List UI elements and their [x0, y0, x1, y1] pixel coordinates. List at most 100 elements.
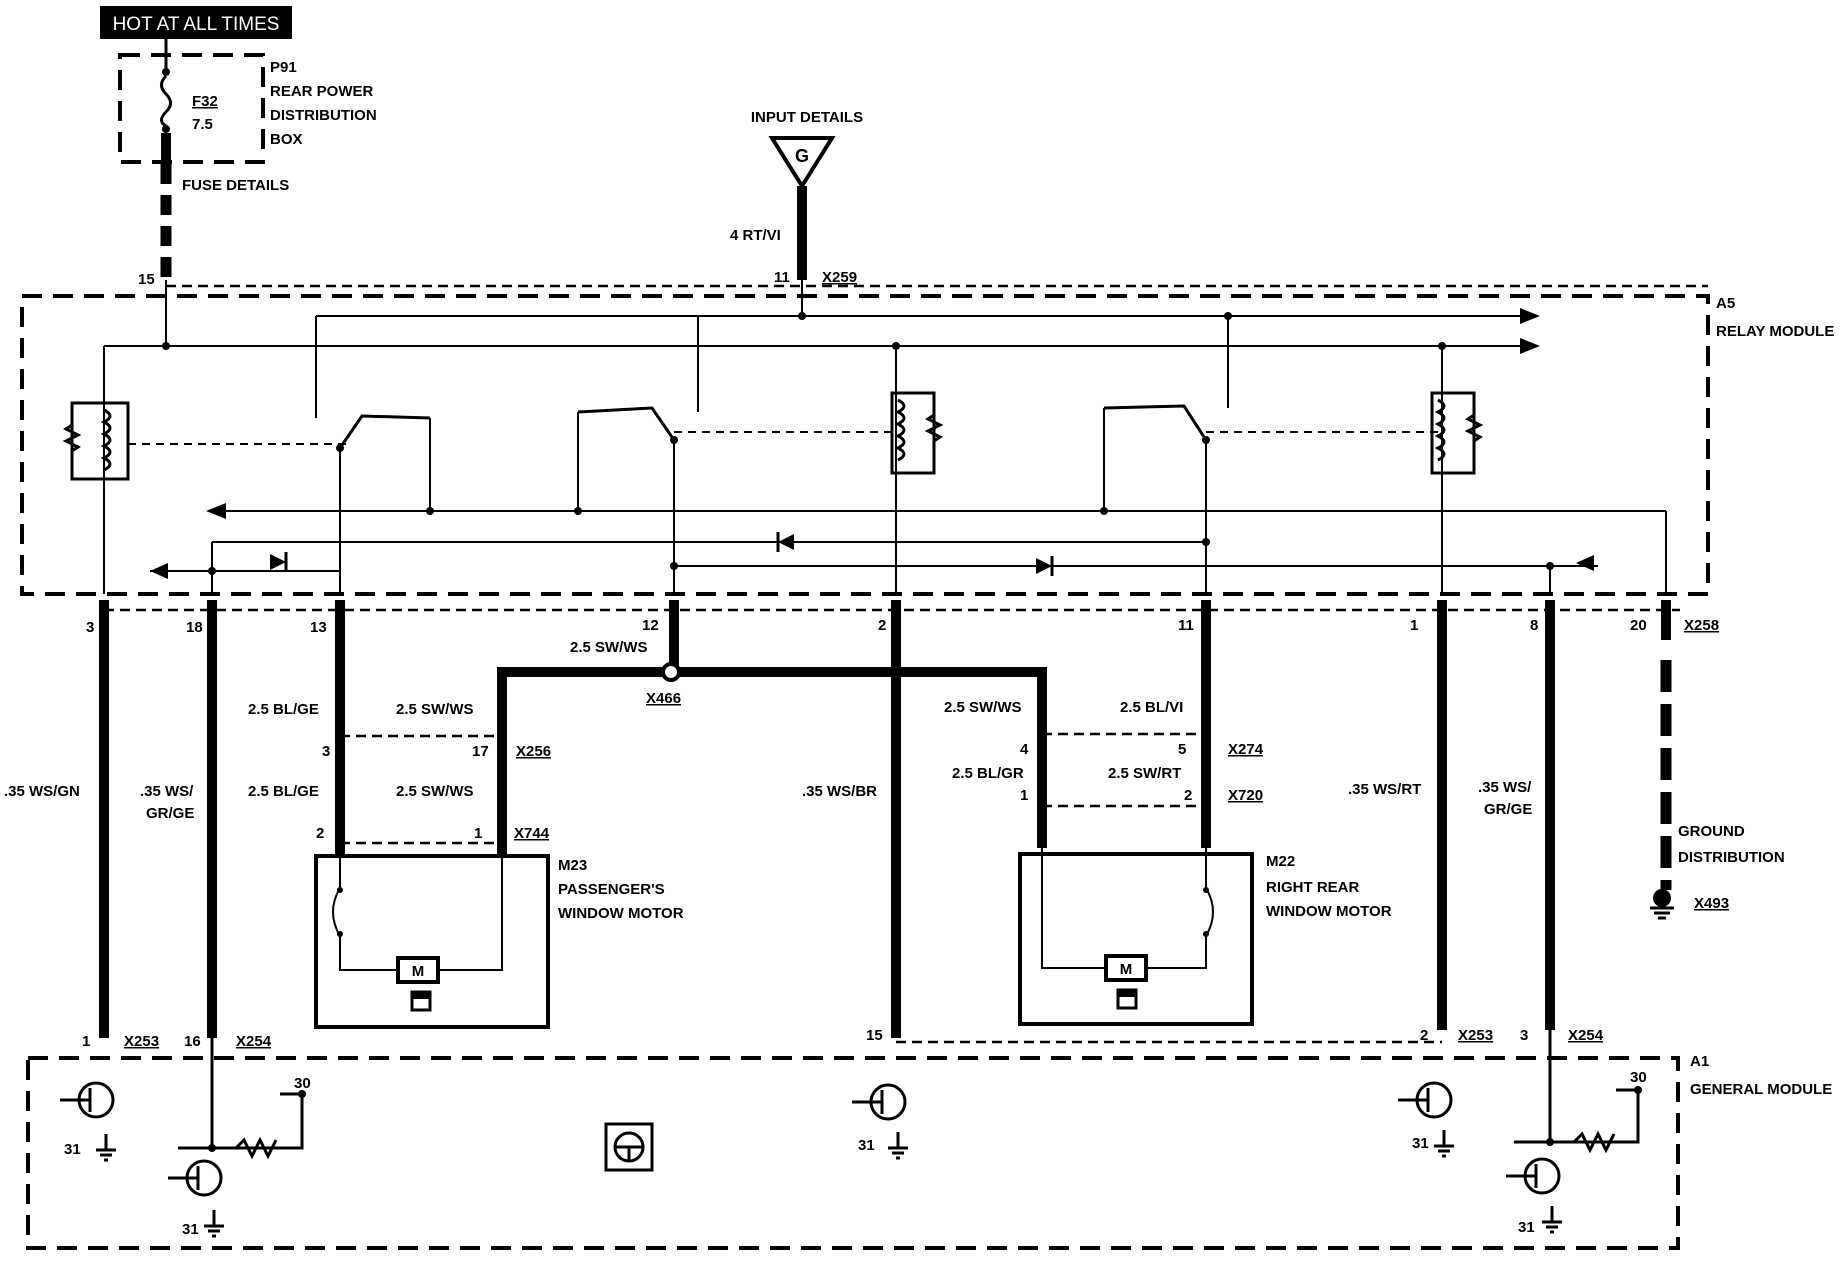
wire-p8-label-b: GR/GE: [1484, 801, 1532, 818]
p15-label: 15: [866, 1027, 883, 1044]
wire-p12-label: 2.5 SW/WS: [570, 639, 648, 656]
t31-d: 31: [1412, 1135, 1429, 1152]
a1-name: GENERAL MODULE: [1690, 1081, 1832, 1098]
x258-pin-20: 20: [1630, 617, 1647, 634]
fuse-f32-icon: [160, 39, 172, 162]
arrow-left-2-icon: [150, 563, 168, 579]
x720-pin-left: 1: [1020, 787, 1028, 804]
a5-name: RELAY MODULE: [1716, 323, 1834, 340]
diode-2-icon: [776, 532, 794, 552]
relay-switch-2: [577, 406, 676, 441]
a1-id: A1: [1690, 1053, 1709, 1070]
m23-motor-letter: M: [412, 963, 425, 980]
p91-id: P91: [270, 59, 297, 76]
relay-node-13: [670, 436, 678, 444]
hot-at-all-times-label: HOT AT ALL TIMES: [113, 14, 280, 35]
ground-dist-line2: DISTRIBUTION: [1678, 849, 1785, 866]
relay-internal-wiring: [103, 280, 1667, 594]
m23-line2: WINDOW MOTOR: [558, 905, 684, 922]
wire-left-branch-upper-label: 2.5 SW/WS: [396, 701, 474, 718]
relay-node-7: [1100, 507, 1108, 515]
x744-connector: X744: [514, 825, 550, 842]
t31-b: 31: [182, 1221, 199, 1238]
x274-pin-right: 5: [1178, 741, 1186, 758]
m22-line1: RIGHT REAR: [1266, 879, 1360, 896]
input-letter: G: [795, 146, 809, 166]
x258-connector: X258: [1684, 617, 1719, 634]
relay-node-3: [1224, 312, 1232, 320]
a1-node-1: [208, 1144, 216, 1152]
relay-node-6: [574, 507, 582, 515]
relay-node-2: [892, 342, 900, 350]
hot-at-all-times-tag: [100, 6, 292, 39]
p91-line3: BOX: [270, 131, 303, 148]
fuse-pin-label: 15: [138, 271, 155, 288]
a5-relay-module-box: [20, 294, 1710, 596]
x258-pin-2: 2: [878, 617, 886, 634]
x256-connector: X256: [516, 743, 551, 760]
input-pin: 11: [774, 269, 790, 286]
x274-pin-left: 4: [1020, 741, 1029, 758]
relay-coil-2-icon: [890, 391, 944, 475]
a1-node-2: [1546, 1138, 1554, 1146]
m23-id: M23: [558, 857, 587, 874]
a1-resistor-b-icon: [1572, 1130, 1616, 1154]
arrow-left-3-icon: [1576, 555, 1594, 571]
x274-connector: X274: [1228, 741, 1264, 758]
relay-node-4: [1438, 342, 1446, 350]
m23-motor-box: [314, 854, 550, 1029]
ground-dist-connector: X493: [1694, 895, 1729, 912]
diode-1-icon: [270, 552, 288, 572]
x258-pin-8: 8: [1530, 617, 1538, 634]
x253-left-pin: 1: [82, 1033, 90, 1050]
relay-node-14: [1202, 436, 1210, 444]
m23-window-switch-icon: [332, 856, 503, 971]
relay-node-10: [670, 562, 678, 570]
relay-node-0: [162, 342, 170, 350]
t30-a: 30: [294, 1075, 311, 1092]
m23-line1: PASSENGER'S: [558, 881, 665, 898]
x744-pin-right: 1: [474, 825, 482, 842]
arrow-right-1-icon: [1520, 308, 1540, 324]
wire-left-branch-lower-label: 2.5 SW/WS: [396, 783, 474, 800]
wire-p18-label-b: GR/GE: [146, 805, 194, 822]
relay-node-12: [336, 444, 344, 452]
m22-window-switch-icon: [1041, 848, 1214, 969]
m22-motor-letter: M: [1120, 961, 1133, 978]
relay-node-8: [1202, 538, 1210, 546]
diode-3-icon: [1036, 556, 1054, 576]
relay-coil-1-icon: [62, 401, 130, 481]
wire-p11-label: 2.5 BL/VI: [1120, 699, 1183, 716]
x720-pin-right: 2: [1184, 787, 1192, 804]
wire-p13-upper-label: 2.5 BL/GE: [248, 701, 319, 718]
arrow-right-2-icon: [1520, 338, 1540, 354]
p91-line1: REAR POWER: [270, 83, 374, 100]
x720-connector: X720: [1228, 787, 1263, 804]
x274-x720-dash: [1042, 732, 1206, 808]
x256-pin-left: 3: [322, 743, 330, 760]
m22-id: M22: [1266, 853, 1295, 870]
input-triangle-icon: [768, 136, 836, 190]
ground-x493-icon: [1650, 889, 1674, 920]
a1-resistor-b-wire: [1514, 1088, 1640, 1144]
wire-p8-label-a: .35 WS/: [1478, 779, 1532, 796]
wire-p3-label: .35 WS/GN: [4, 783, 80, 800]
p91-line2: DISTRIBUTION: [270, 107, 377, 124]
m22-motor-icon: M: [1104, 954, 1148, 1010]
relay-node-5: [426, 507, 434, 515]
harness-sw-ws: [497, 667, 1047, 856]
a1-node-3: [298, 1090, 306, 1098]
a1-internal-parts: [60, 1030, 1642, 1238]
x258-pin-11: 11: [1178, 617, 1194, 634]
t31-c: 31: [858, 1137, 875, 1154]
input-wire-label: 4 RT/VI: [730, 227, 781, 244]
a1-node-4: [1634, 1086, 1642, 1094]
a1-resistor-a-wire: [178, 1092, 304, 1150]
x253-left-connector: X253: [124, 1033, 159, 1050]
wire-m22-swrt-label: 2.5 SW/RT: [1108, 765, 1181, 782]
m23-motor-icon: M: [396, 956, 440, 1012]
relay-switch-1: [338, 414, 431, 449]
wire-p13-lower-label: 2.5 BL/GE: [248, 783, 319, 800]
wire-m22-blgr-label: 2.5 BL/GR: [952, 765, 1024, 782]
relay-node-11: [1546, 562, 1554, 570]
